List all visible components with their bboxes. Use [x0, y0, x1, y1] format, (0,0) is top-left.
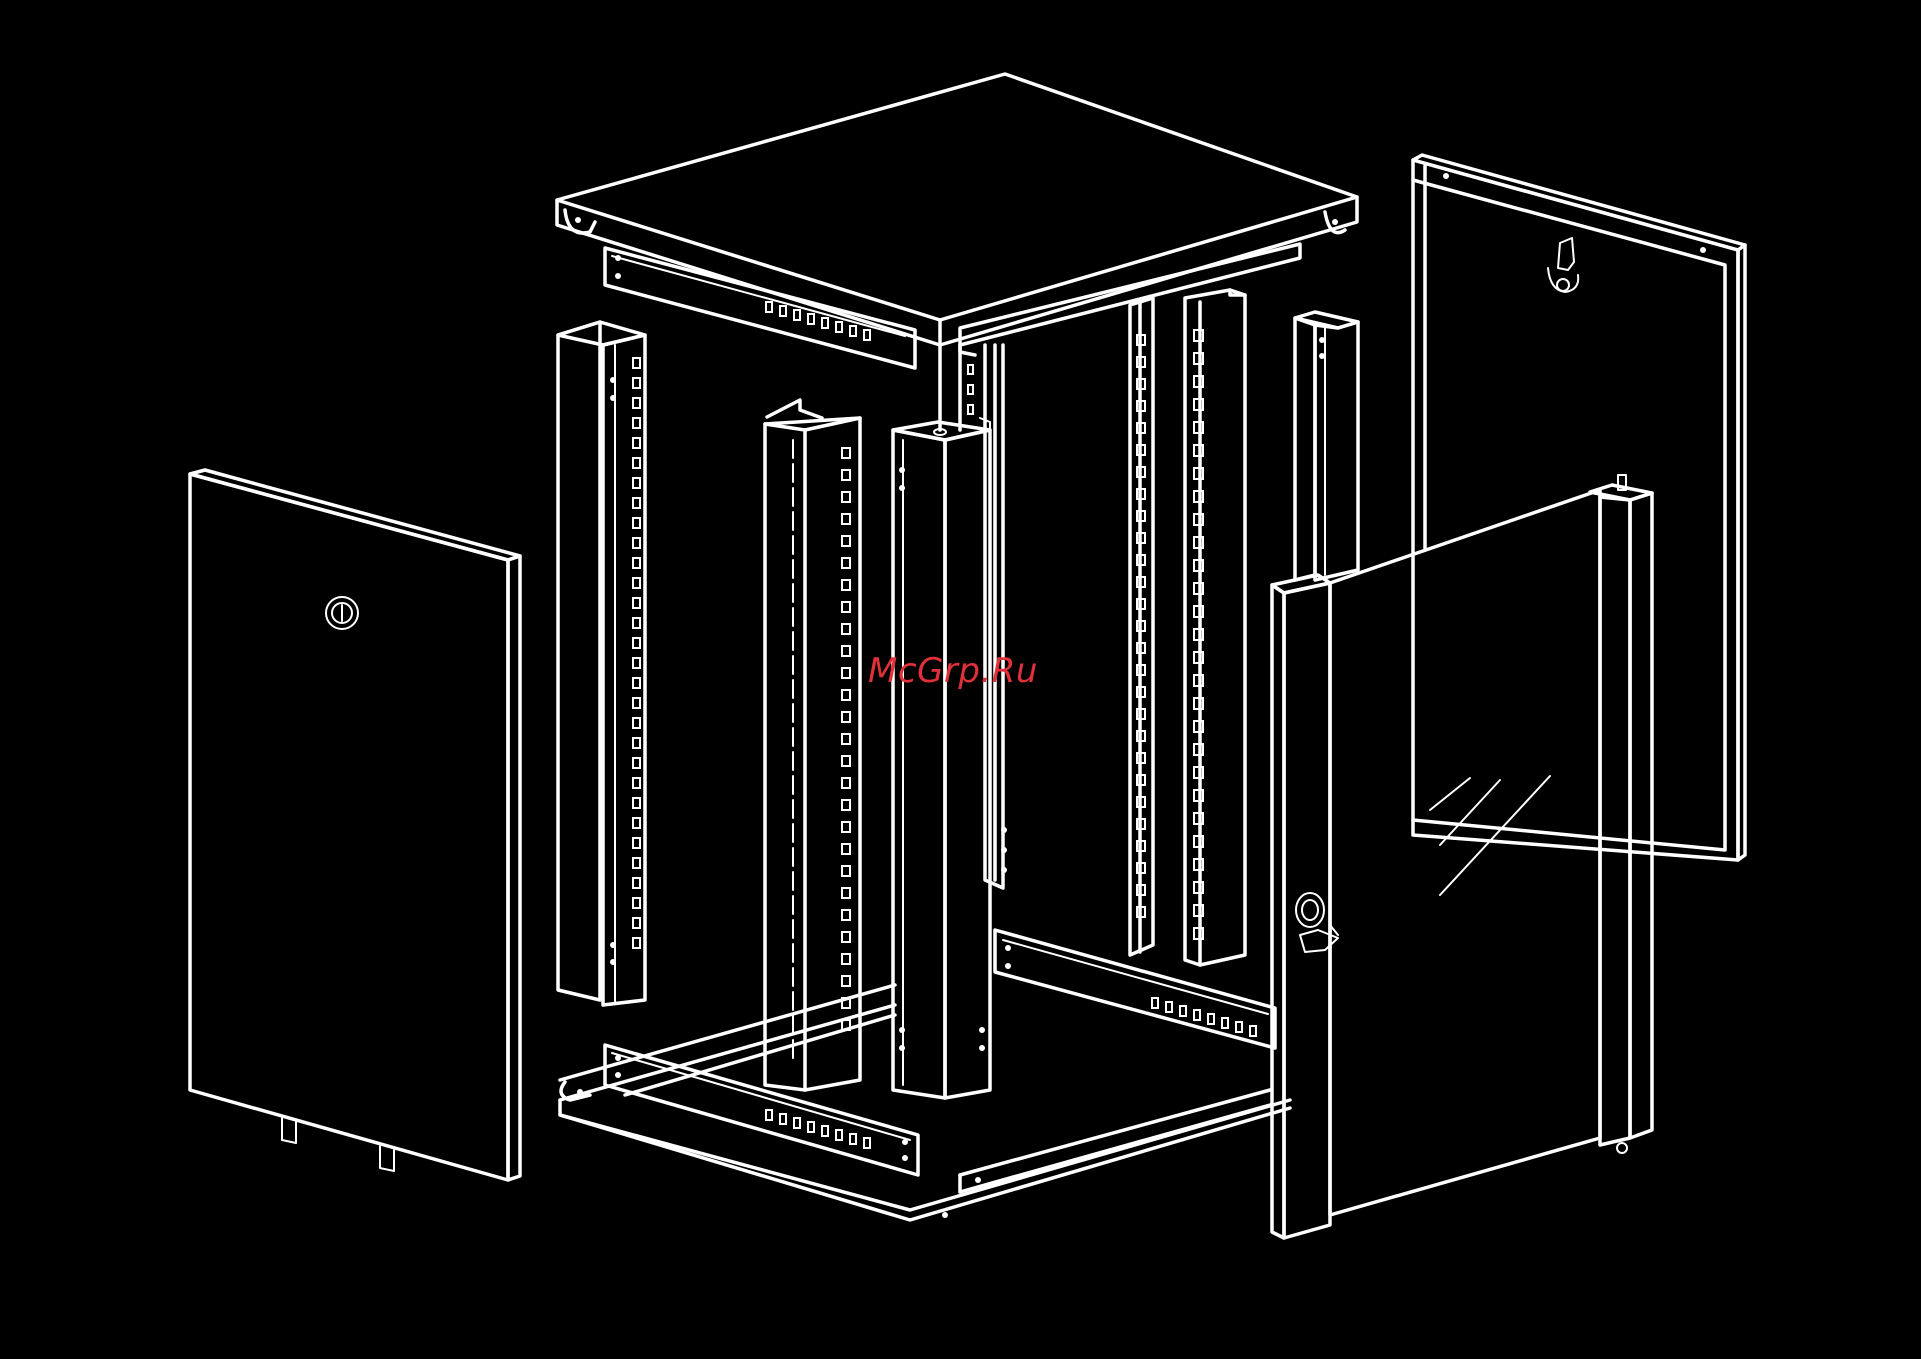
rail-holes-left	[633, 358, 640, 948]
vertical-rail-corner	[893, 418, 990, 1098]
front-glass-door	[1272, 475, 1652, 1238]
top-cover	[557, 74, 1357, 368]
rail-holes-mid	[842, 448, 850, 1030]
watermark-text: McGrp.Ru	[868, 651, 1038, 691]
bottom-base-frame	[560, 930, 1290, 1220]
vertical-rail-front-left	[765, 400, 860, 1090]
vertical-rail-rear-left	[558, 322, 645, 1005]
left-side-panel	[190, 470, 520, 1180]
vertical-rail-rear-right	[1130, 290, 1358, 965]
latch-icon	[1548, 238, 1578, 292]
lock-icon	[326, 597, 358, 629]
right-rear-side-panel	[1413, 155, 1745, 860]
